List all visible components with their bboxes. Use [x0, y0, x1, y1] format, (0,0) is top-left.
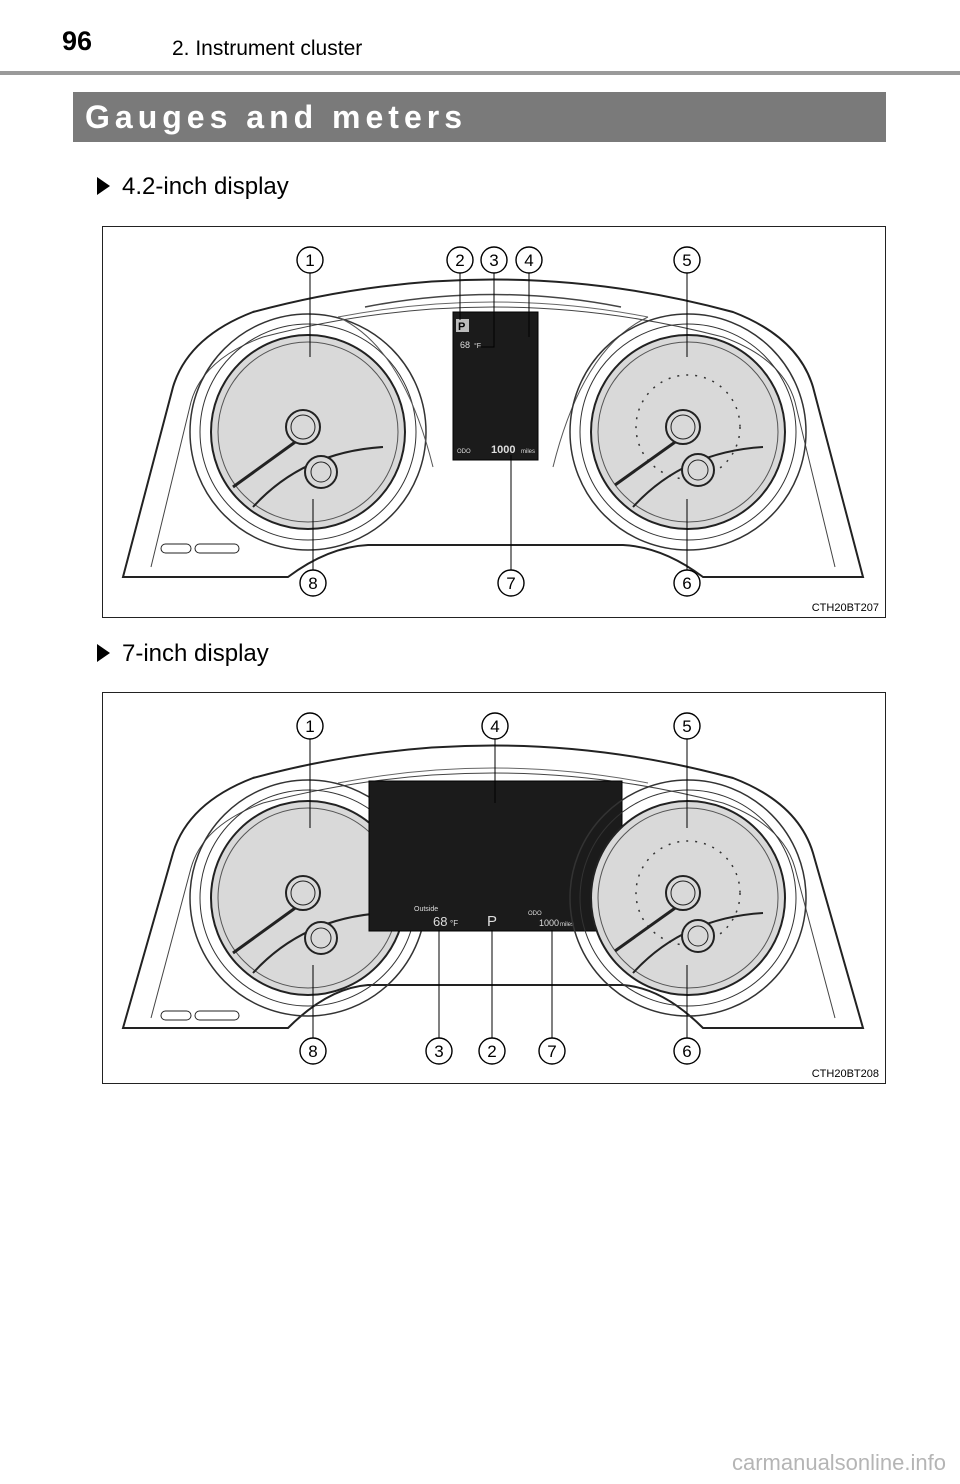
cluster-drawing: P 68 °F ODO 1000 miles [121, 246, 865, 597]
cluster-illustration-7-inch: Outside 68 °F P ODO 1000 miles [102, 692, 886, 1084]
cluster-illustration-4-2-inch: P 68 °F ODO 1000 miles [102, 226, 886, 618]
gear-indicator: P [458, 321, 465, 333]
callout-1: 1 [305, 251, 314, 270]
callout-6: 6 [682, 1042, 691, 1061]
callout-2: 2 [455, 251, 464, 270]
odo-label: ODO [528, 911, 542, 917]
odo-readout: 1000 [539, 918, 559, 928]
odo-label: ODO [457, 449, 471, 455]
temp-readout: 68 [460, 340, 470, 350]
temp-unit: °F [474, 342, 481, 350]
figure-heading-label: 4.2-inch display [122, 173, 289, 200]
temp-readout: 68 [433, 914, 447, 929]
callout-4: 4 [490, 717, 499, 736]
callout-8: 8 [308, 1042, 317, 1061]
header-divider [0, 71, 960, 75]
callout-3: 3 [489, 251, 498, 270]
chapter-title: 2. Instrument cluster [172, 37, 363, 60]
odo-unit: miles [560, 922, 574, 928]
outside-label: Outside [414, 906, 438, 913]
callout-8: 8 [308, 574, 317, 593]
page-number: 96 [62, 26, 93, 56]
figure-heading-label: 7-inch display [122, 640, 269, 667]
temp-unit: °F [450, 919, 458, 928]
odo-unit: miles [521, 449, 535, 455]
odo-readout: 1000 [491, 444, 515, 456]
triangle-bullet-icon [97, 177, 110, 195]
callout-2: 2 [487, 1042, 496, 1061]
cluster-drawing: Outside 68 °F P ODO 1000 miles [121, 712, 865, 1065]
callout-3: 3 [434, 1042, 443, 1061]
callout-5: 5 [682, 251, 691, 270]
figure-id: CTH20BT208 [811, 1068, 879, 1080]
section-header: Gauges and meters [73, 92, 886, 142]
section-title: Gauges and meters [85, 99, 467, 135]
triangle-bullet-icon [97, 644, 110, 662]
callout-1: 1 [305, 717, 314, 736]
gear-indicator: P [487, 913, 497, 930]
callout-4: 4 [524, 251, 533, 270]
figure-id: CTH20BT207 [811, 602, 879, 614]
callout-7: 7 [547, 1042, 556, 1061]
figure-heading-4-2-inch: 4.2-inch display [97, 173, 289, 201]
figure-heading-7-inch: 7-inch display [97, 640, 269, 668]
callout-5: 5 [682, 717, 691, 736]
footer-watermark: carmanualsonline.info [731, 1450, 946, 1475]
callout-7: 7 [506, 574, 515, 593]
callout-6: 6 [682, 574, 691, 593]
